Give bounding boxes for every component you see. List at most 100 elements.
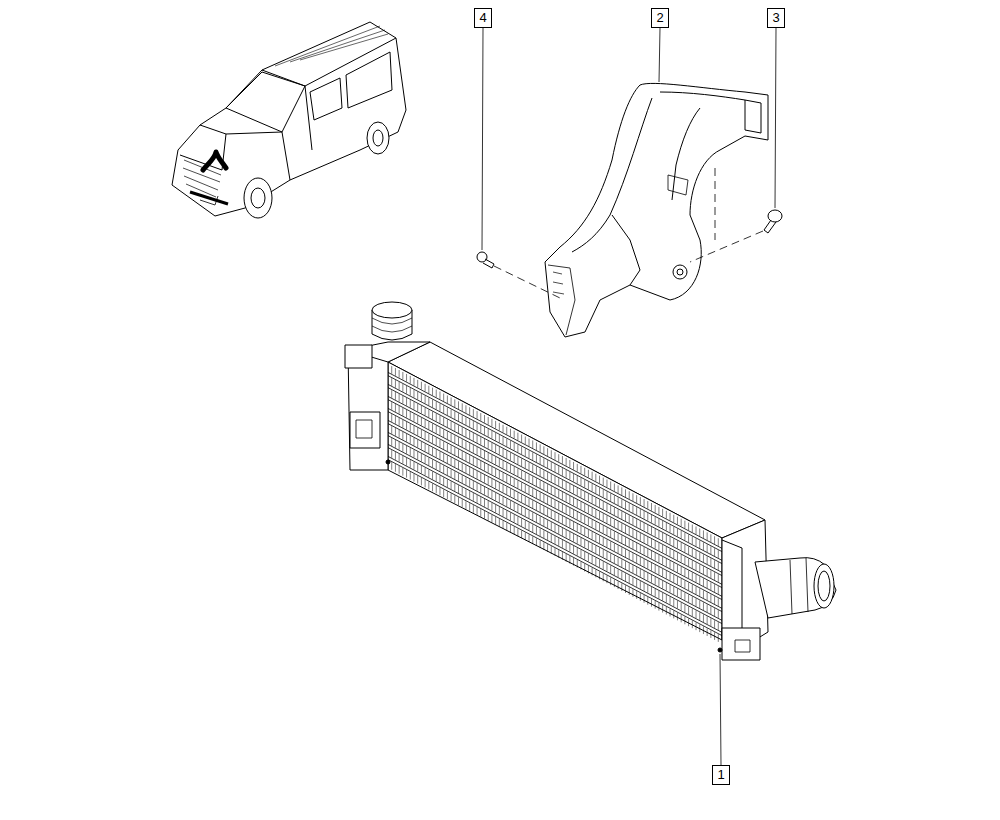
core-fin — [473, 505, 474, 513]
core-fin — [458, 401, 459, 409]
core-fin — [458, 497, 459, 505]
core-fin — [662, 605, 663, 613]
core-fin — [477, 435, 478, 443]
core-fin — [673, 587, 674, 595]
core-fin — [514, 515, 515, 523]
core-fin — [644, 595, 645, 603]
core-fin — [521, 435, 522, 443]
core-fin — [677, 541, 678, 549]
core-fin — [413, 426, 414, 434]
core-fin — [395, 380, 396, 388]
core-fin — [503, 497, 504, 505]
core-fin — [447, 443, 448, 451]
core-tube — [388, 432, 722, 608]
core-fin — [480, 461, 481, 469]
core-fin — [566, 554, 567, 562]
core-fin — [506, 475, 507, 483]
core-tube — [388, 400, 722, 576]
core-fin — [454, 495, 455, 503]
core-fin — [610, 493, 611, 501]
core-fin — [425, 456, 426, 464]
core-fin — [606, 552, 607, 560]
core-fin — [718, 550, 719, 558]
core-fin — [469, 503, 470, 511]
core-fin — [636, 531, 637, 539]
core-fin — [443, 465, 444, 473]
core-fin — [566, 518, 567, 526]
core-fin — [454, 423, 455, 431]
core-fin — [662, 521, 663, 529]
core-fin — [488, 429, 489, 437]
core-fin — [454, 435, 455, 443]
core-fin — [402, 444, 403, 452]
core-fin — [699, 588, 700, 596]
leader-line — [720, 654, 721, 765]
core-fin — [458, 437, 459, 445]
core-fin — [428, 410, 429, 418]
core-fin — [696, 574, 697, 582]
core-fin — [562, 528, 563, 536]
core-fin — [555, 452, 556, 460]
core-fin — [391, 390, 392, 398]
core-fin — [391, 450, 392, 458]
core-fin — [640, 521, 641, 529]
core-fin — [655, 601, 656, 609]
core-fin — [439, 464, 440, 472]
core-fin — [477, 507, 478, 515]
core-fin — [491, 467, 492, 475]
core-fin — [532, 536, 533, 544]
core-fin — [614, 507, 615, 515]
core-fin — [517, 445, 518, 453]
core-fin — [451, 469, 452, 477]
core-fin — [696, 526, 697, 534]
core-fin — [681, 603, 682, 611]
core-fin — [551, 486, 552, 494]
core-fin — [577, 488, 578, 496]
core-fin — [580, 526, 581, 534]
core-fin — [436, 426, 437, 434]
core-fin — [573, 486, 574, 494]
core-fin — [699, 600, 700, 608]
core-fin — [662, 557, 663, 565]
core-fin — [525, 437, 526, 445]
core-fin — [529, 438, 530, 446]
core-fin — [670, 597, 671, 605]
core-fin — [451, 433, 452, 441]
core-fin — [525, 449, 526, 457]
core-fin — [503, 521, 504, 529]
core-fin — [573, 522, 574, 530]
core-fin — [584, 516, 585, 524]
core-fin — [618, 557, 619, 565]
core-fin — [584, 492, 585, 500]
core-fin — [555, 464, 556, 472]
core-fin — [699, 624, 700, 632]
core-fin — [688, 571, 689, 579]
core-fin — [425, 420, 426, 428]
core-fin — [558, 466, 559, 474]
core-fin — [644, 571, 645, 579]
core-fin — [425, 468, 426, 476]
core-fin — [655, 577, 656, 585]
core-fin — [718, 574, 719, 582]
core-fin — [391, 426, 392, 434]
core-fin — [677, 565, 678, 573]
core-fin — [718, 634, 719, 642]
core-fin — [584, 480, 585, 488]
core-fin — [543, 446, 544, 454]
core-fin — [610, 565, 611, 573]
core-fin — [584, 468, 585, 476]
core-fin — [473, 493, 474, 501]
core-fin — [658, 531, 659, 539]
core-fin — [692, 597, 693, 605]
core-fin — [644, 499, 645, 507]
core-fin — [465, 417, 466, 425]
core-fin — [692, 621, 693, 629]
core-fin — [462, 475, 463, 483]
core-fin — [696, 598, 697, 606]
core-fin — [699, 576, 700, 584]
core-fin — [421, 454, 422, 462]
core-fin — [573, 498, 574, 506]
core-fin — [636, 591, 637, 599]
core-fin — [436, 414, 437, 422]
core-fin — [532, 524, 533, 532]
